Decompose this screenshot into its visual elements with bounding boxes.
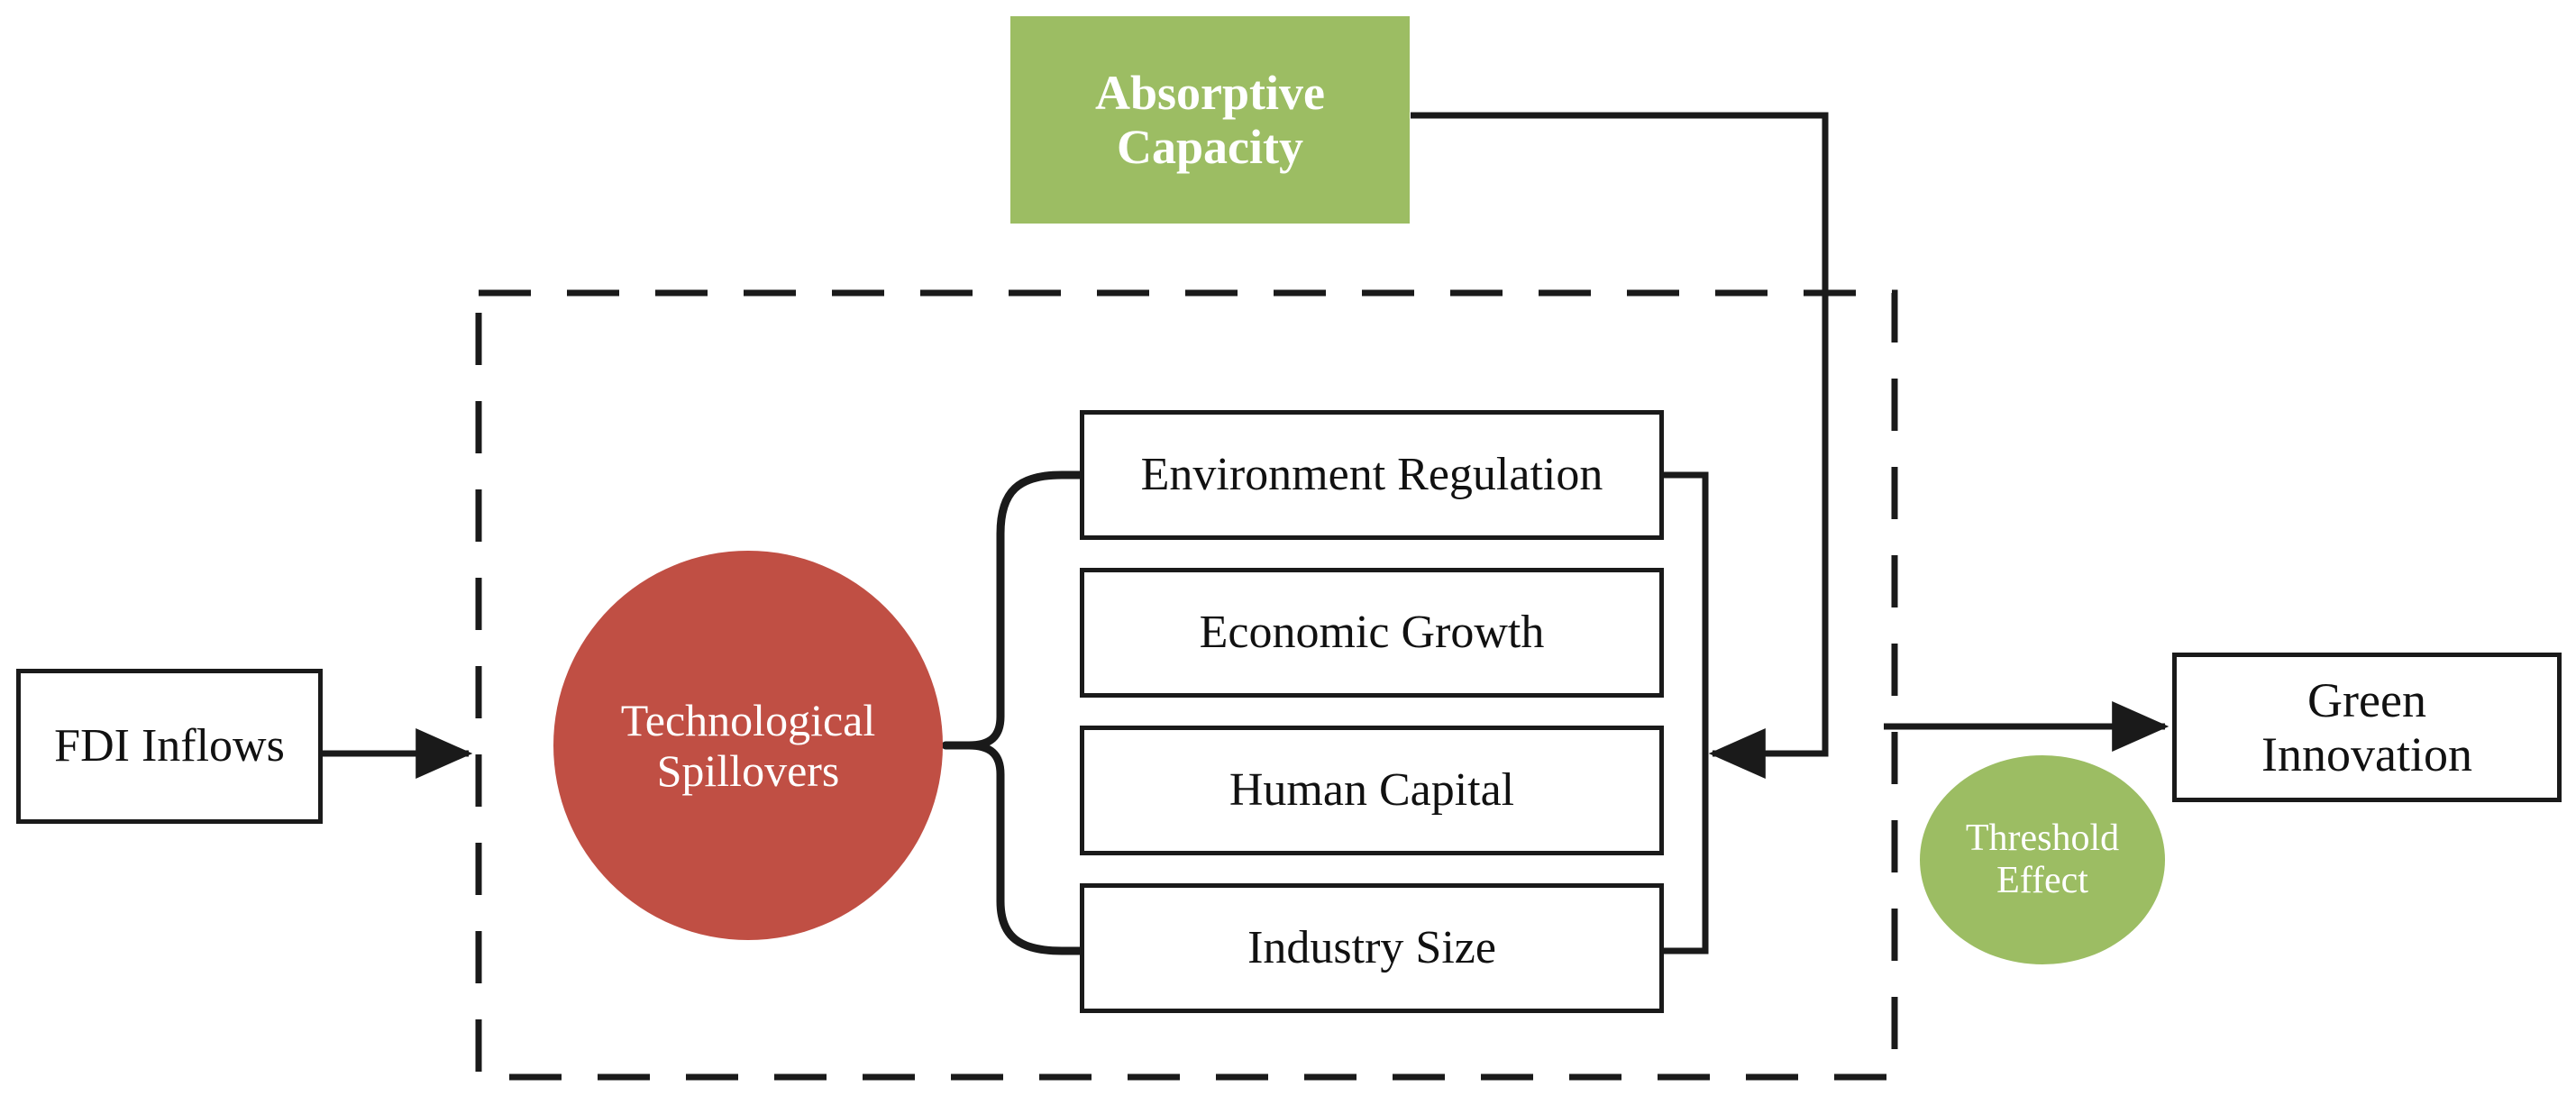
node-threshold-effect-line2: Effect bbox=[1996, 860, 2088, 901]
node-fdi-inflows-label: FDI Inflows bbox=[54, 719, 285, 772]
node-technological-spillovers-label: Technological Spillovers bbox=[621, 695, 876, 796]
node-environment-regulation[interactable]: Environment Regulation bbox=[1080, 410, 1664, 540]
node-green-innovation-line1: Green bbox=[2307, 672, 2426, 727]
node-economic-growth-label: Economic Growth bbox=[1199, 606, 1545, 658]
node-threshold-effect-label: Threshold Effect bbox=[1966, 817, 2119, 902]
connector-mechanisms-merge bbox=[1664, 471, 1709, 954]
node-industry-size[interactable]: Industry Size bbox=[1080, 883, 1664, 1013]
node-technological-spillovers[interactable]: Technological Spillovers bbox=[553, 551, 943, 940]
node-human-capital[interactable]: Human Capital bbox=[1080, 726, 1664, 855]
node-environment-regulation-label: Environment Regulation bbox=[1140, 448, 1603, 500]
node-economic-growth[interactable]: Economic Growth bbox=[1080, 568, 1664, 698]
connector-brace-spillovers-to-mechanisms bbox=[941, 470, 1084, 955]
node-threshold-effect-line1: Threshold bbox=[1965, 817, 2120, 859]
node-green-innovation-label: Green Innovation bbox=[2261, 673, 2472, 782]
node-fdi-inflows[interactable]: FDI Inflows bbox=[16, 669, 323, 824]
node-green-innovation[interactable]: Green Innovation bbox=[2172, 653, 2562, 802]
node-technological-spillovers-line2: Spillovers bbox=[656, 745, 840, 796]
node-absorptive-capacity-line2: Capacity bbox=[1117, 120, 1303, 174]
node-threshold-effect[interactable]: Threshold Effect bbox=[1920, 755, 2165, 964]
node-technological-spillovers-line1: Technological bbox=[620, 695, 876, 745]
node-human-capital-label: Human Capital bbox=[1229, 763, 1515, 816]
node-absorptive-capacity-label: Absorptive Capacity bbox=[1095, 66, 1325, 175]
node-green-innovation-line2: Innovation bbox=[2261, 727, 2472, 781]
node-industry-size-label: Industry Size bbox=[1247, 921, 1496, 973]
node-absorptive-capacity-line1: Absorptive bbox=[1095, 65, 1325, 120]
node-absorptive-capacity[interactable]: Absorptive Capacity bbox=[1010, 16, 1410, 224]
